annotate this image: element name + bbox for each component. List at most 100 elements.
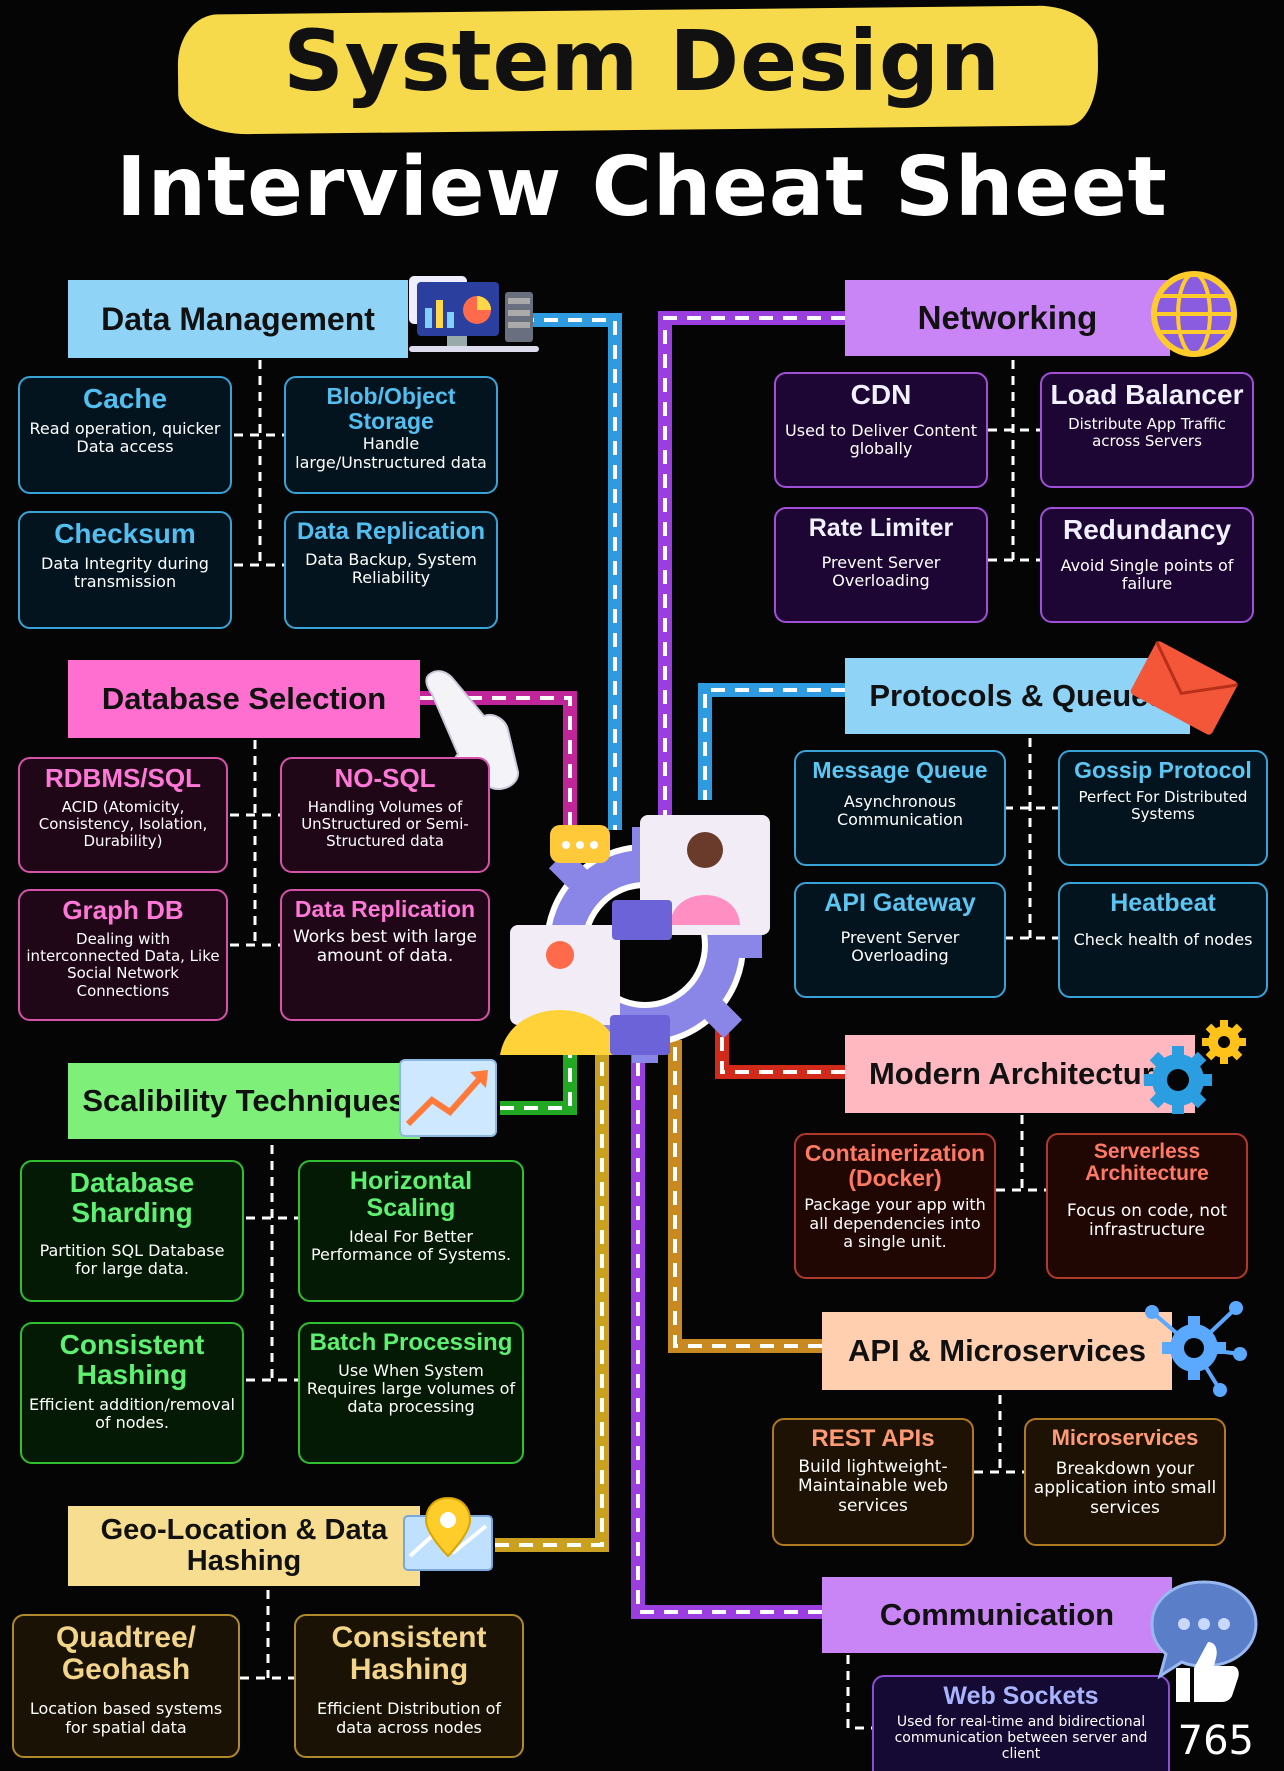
card-description: Prevent Server Overloading (821, 552, 941, 591)
section-header-api-microservices: API & Microservices (822, 1312, 1172, 1390)
card-serverless-architecture: Serverless Architecture Focus on code, n… (1046, 1133, 1248, 1279)
card-description: Build lightweight-Maintainable web servi… (797, 1456, 949, 1516)
card-gossip-protocol: Gossip Protocol Perfect For Distributed … (1058, 750, 1268, 866)
card-title: Redundancy (1062, 514, 1232, 545)
card-title: Cache (82, 383, 168, 414)
card-description: Read operation, quicker Data access (29, 418, 221, 457)
card-graph-db: Graph DB Dealing with interconnected Dat… (18, 889, 228, 1021)
section-header-scalibility: Scalibility Techniques (68, 1063, 420, 1139)
card-description: Data Backup, System Reliability (305, 549, 477, 588)
card-consistent-hashing-geo: Consistent Hashing Efficient Distributio… (294, 1614, 524, 1758)
card-blob-object-storage: Blob/Object Storage Handle large/Unstruc… (284, 376, 498, 494)
card-title: Heatbeat (1110, 889, 1216, 917)
card-description: Used for real-time and bidirectional com… (894, 1713, 1148, 1762)
card-no-sql: NO-SQL Handling Volumes of UnStructured … (280, 757, 490, 873)
card-description: Efficient Distribution of data across no… (316, 1699, 501, 1737)
card-description: Use When System Requires large volumes o… (306, 1360, 516, 1417)
card-cdn: CDN Used to Deliver Content globally (774, 372, 988, 488)
trend-chart-icon (399, 1059, 497, 1137)
card-description: Works best with large amount of data. (292, 926, 478, 967)
card-title: Containerization (Docker) (804, 1140, 986, 1191)
card-title: Consistent Hashing (59, 1329, 205, 1390)
card-heatbeat: Heatbeat Check health of nodes (1058, 882, 1268, 998)
card-cache: Cache Read operation, quicker Data acces… (18, 376, 232, 494)
card-title: Horizontal Scaling (349, 1167, 473, 1222)
section-header-protocols-queues: Protocols & Queues (845, 658, 1190, 734)
card-redundancy: Redundancy Avoid Single points of failur… (1040, 507, 1254, 623)
card-rest-apis: REST APIs Build lightweight-Maintainable… (772, 1418, 974, 1546)
card-description: Distribute App Traffic across Servers (1068, 414, 1226, 451)
card-description: Check health of nodes (1073, 929, 1253, 949)
card-description: Package your app with all dependencies i… (804, 1195, 986, 1251)
card-title: Message Queue (812, 757, 988, 783)
card-title: Blob/Object Storage (326, 383, 456, 434)
card-microservices: Microservices Breakdown your application… (1024, 1418, 1226, 1546)
card-load-balancer: Load Balancer Distribute App Traffic acr… (1040, 372, 1254, 488)
card-database-sharding: Database Sharding Partition SQL Database… (20, 1160, 244, 1302)
card-description: Prevent Server Overloading (840, 927, 960, 966)
card-rate-limiter: Rate Limiter Prevent Server Overloading (774, 507, 988, 623)
card-message-queue: Message Queue Asynchronous Communication (794, 750, 1006, 866)
card-description: Data Integrity during transmission (41, 553, 209, 592)
card-title: Checksum (54, 518, 196, 549)
card-title: Consistent Hashing (331, 1621, 487, 1687)
section-header-communication: Communication (822, 1577, 1172, 1653)
chat-bubble-icon (1150, 1580, 1258, 1680)
network-gear-icon (1145, 1301, 1247, 1397)
card-description: Handling Volumes of UnStructured or Semi… (301, 797, 469, 851)
card-description: Handle large/Unstructured data (295, 434, 487, 472)
card-description: Avoid Single points of failure (1060, 555, 1234, 594)
thumbs-up-icon (1176, 1642, 1239, 1702)
card-title: Web Sockets (943, 1682, 1099, 1710)
card-title: NO-SQL (334, 763, 436, 793)
card-data-replication-db: Data Replication Works best with large a… (280, 889, 490, 1021)
reaction-count: 765 (1177, 1718, 1254, 1764)
card-title: Graph DB (62, 895, 184, 925)
section-header-networking: Networking (845, 280, 1170, 356)
card-title: Rate Limiter (808, 514, 954, 542)
card-title: Data Replication (294, 896, 476, 922)
section-header-data-management: Data Management (68, 280, 408, 358)
section-header-database-selection: Database Selection (68, 660, 420, 738)
card-web-sockets: Web Sockets Used for real-time and bidir… (872, 1675, 1170, 1771)
card-title: Serverless Architecture (1085, 1140, 1209, 1186)
card-description: Breakdown your application into small se… (1033, 1458, 1217, 1518)
card-title: Quadtree/ Geohash (55, 1621, 197, 1687)
card-title: CDN (850, 379, 912, 410)
gear-icon (1144, 1020, 1246, 1114)
card-title: RDBMS/SQL (45, 763, 201, 793)
title-line-2: Interview Cheat Sheet (116, 140, 1168, 235)
card-horizontal-scaling: Horizontal Scaling Ideal For Better Perf… (298, 1160, 524, 1302)
card-title: Data Replication (296, 518, 486, 545)
card-description: Dealing with interconnected Data, Like S… (26, 929, 220, 1000)
pointing-hand-icon (425, 670, 519, 790)
card-rdbms-sql: RDBMS/SQL ACID (Atomicity, Consistency, … (18, 757, 228, 873)
card-description: Asynchronous Communication (836, 791, 964, 829)
card-description: Focus on code, not infrastructure (1066, 1200, 1228, 1241)
card-description: Efficient addition/removal of nodes. (29, 1394, 235, 1433)
card-consistent-hashing: Consistent Hashing Efficient addition/re… (20, 1322, 244, 1464)
card-title: Database Sharding (69, 1167, 195, 1228)
card-description: Used to Deliver Content globally (785, 420, 977, 459)
card-batch-processing: Batch Processing Use When System Require… (298, 1322, 524, 1464)
dashboard-monitor-icon (409, 276, 539, 352)
card-description: Partition SQL Database for large data. (39, 1240, 225, 1279)
card-quadtree-geohash: Quadtree/ Geohash Location based systems… (12, 1614, 240, 1758)
card-title: Microservices (1051, 1425, 1199, 1450)
card-description: Ideal For Better Performance of Systems. (310, 1226, 512, 1264)
card-title: Load Balancer (1050, 379, 1244, 410)
envelope-icon (1130, 641, 1238, 735)
section-header-modern-architecture: Modern Architecture (845, 1035, 1195, 1113)
map-pin-icon (403, 1496, 493, 1571)
card-title: REST APIs (811, 1425, 935, 1452)
card-description: Perfect For Distributed Systems (1078, 787, 1248, 823)
team-gear-illustration (500, 815, 770, 1063)
card-title: API Gateway (824, 889, 976, 917)
card-description: ACID (Atomicity, Consistency, Isolation,… (38, 797, 208, 851)
card-title: Batch Processing (309, 1329, 513, 1356)
card-description: Location based systems for spatial data (29, 1699, 223, 1737)
card-checksum: Checksum Data Integrity during transmiss… (18, 511, 232, 629)
card-data-replication: Data Replication Data Backup, System Rel… (284, 511, 498, 629)
card-title: Gossip Protocol (1074, 757, 1252, 783)
card-containerization: Containerization (Docker) Package your a… (794, 1133, 996, 1279)
